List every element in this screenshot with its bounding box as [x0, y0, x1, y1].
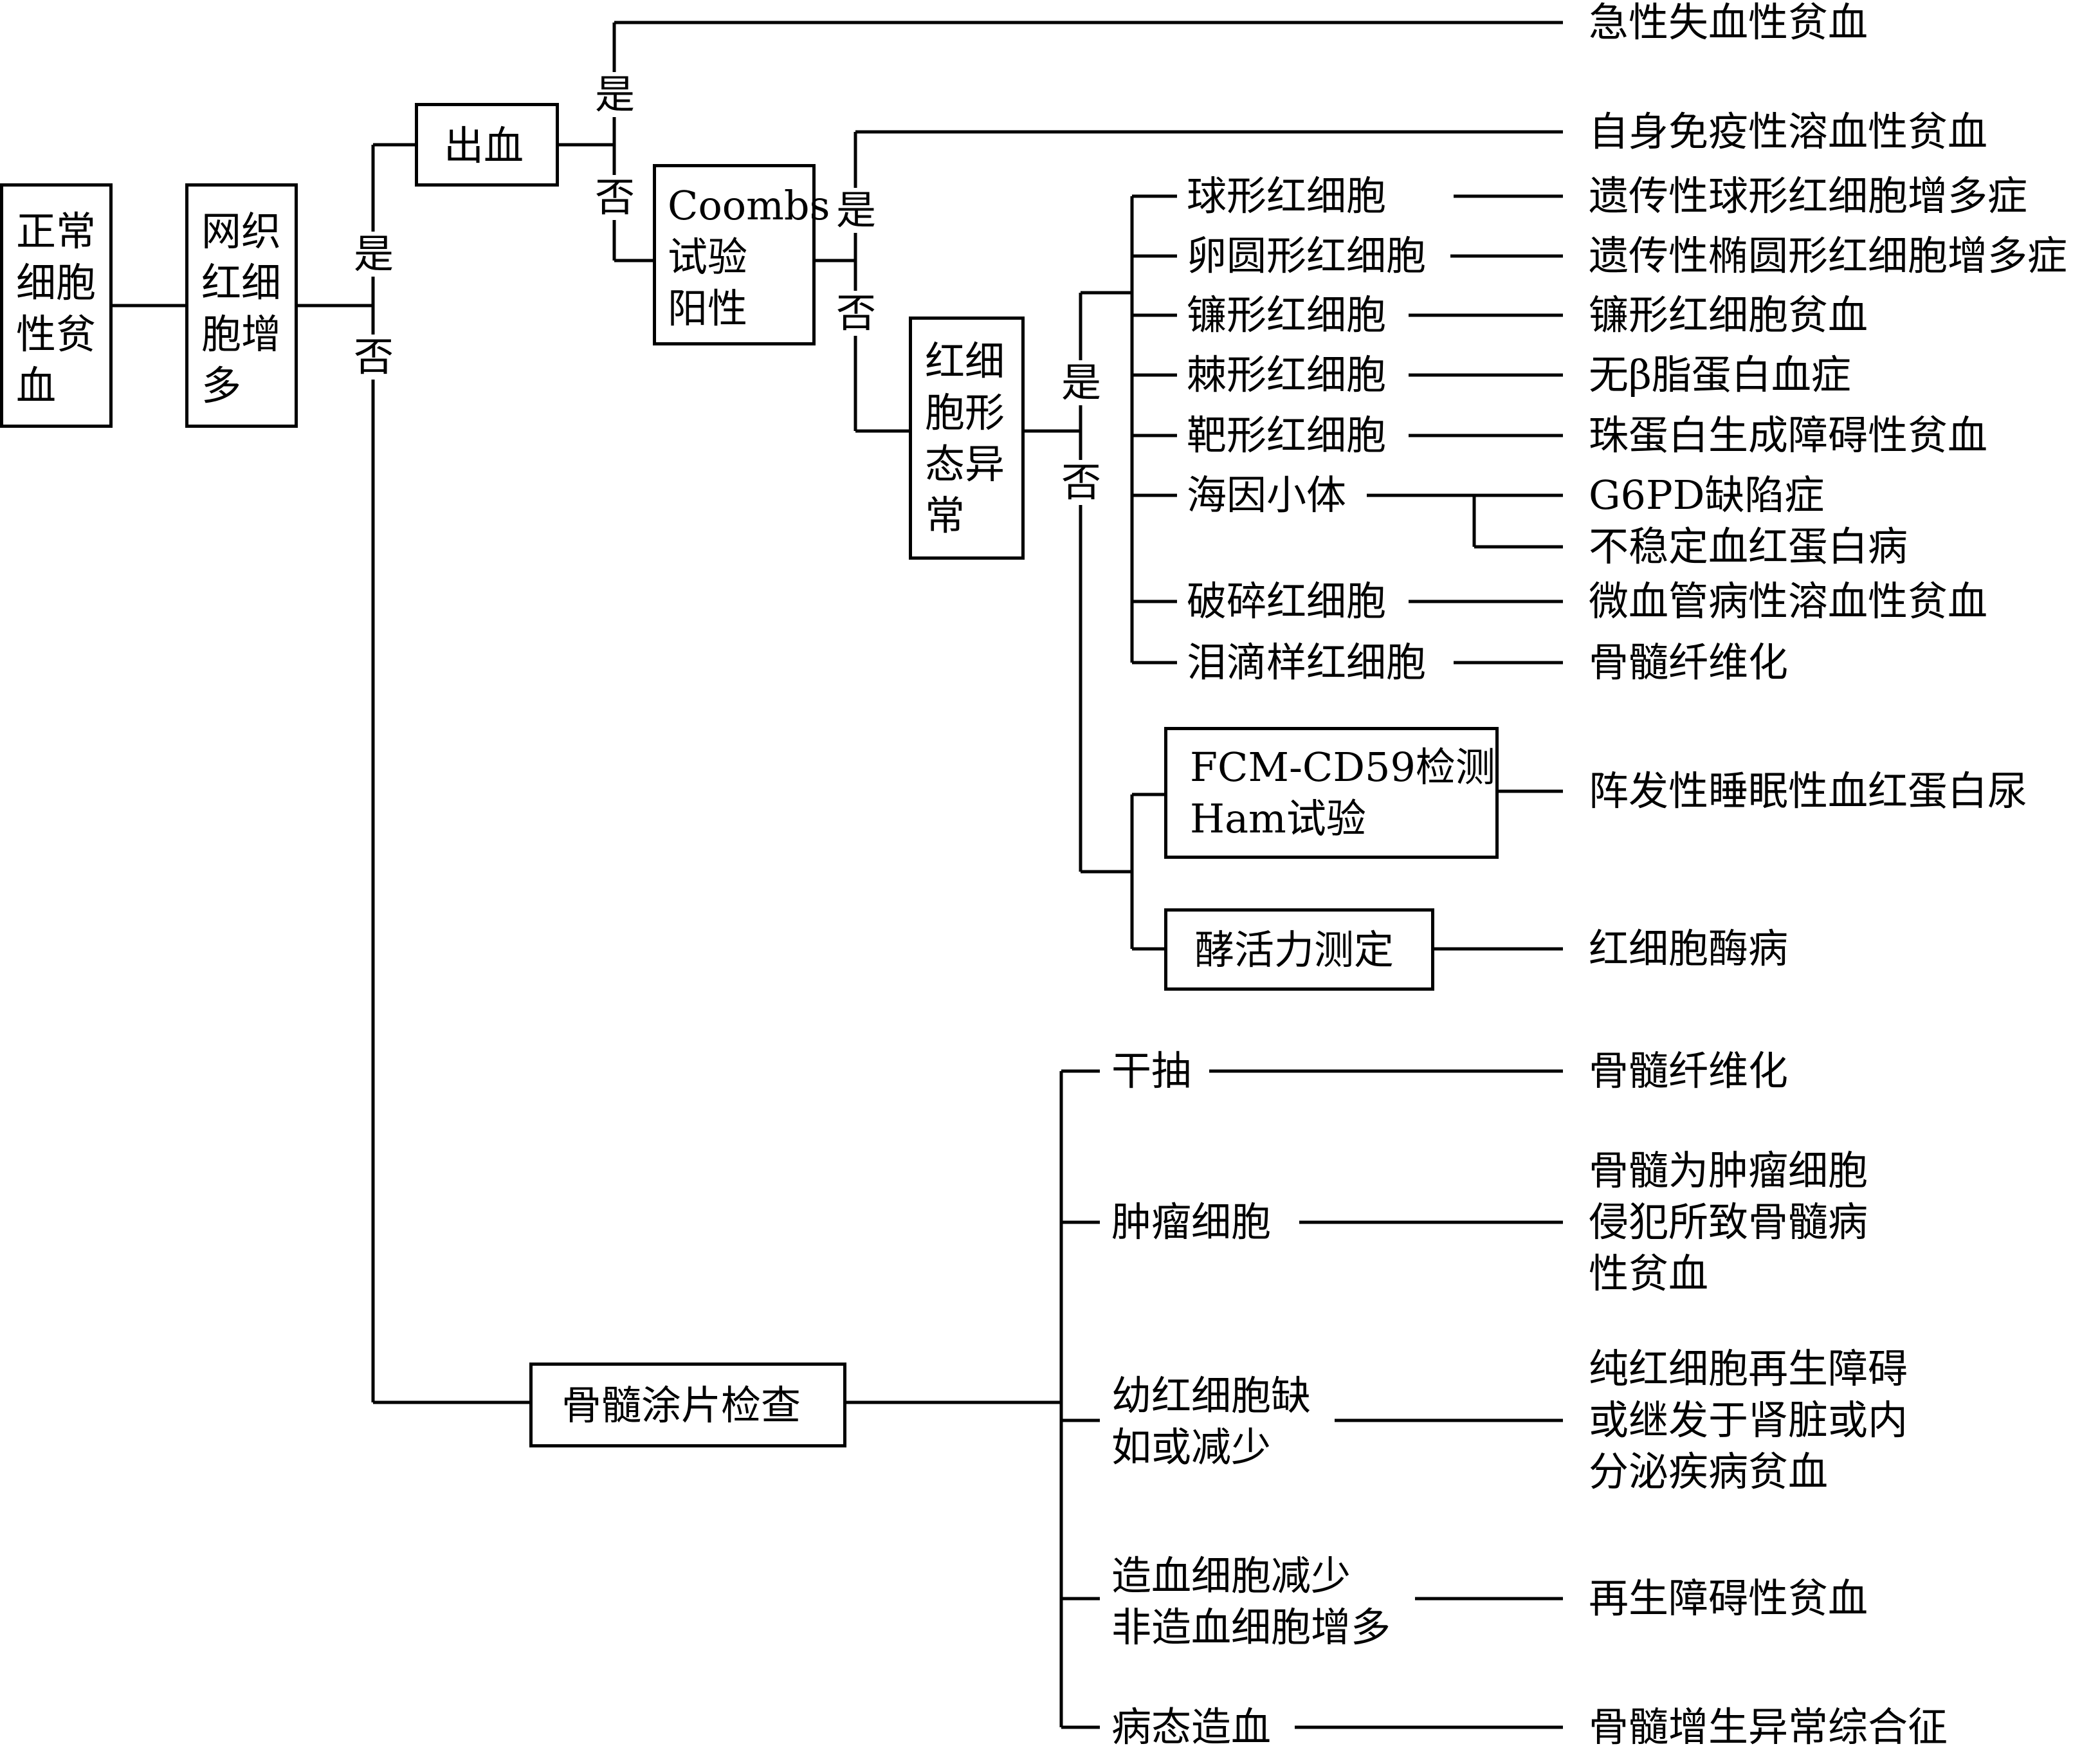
marrow-erythroid-line: 如或减少: [1111, 1424, 1272, 1471]
node-coombs: Coombs 试验 阳性: [653, 164, 830, 345]
node-marrow: 骨髓涂片检查: [529, 1363, 846, 1447]
node-retic-line: 网织: [201, 208, 282, 255]
morph-sickle: 镰形红细胞: [1187, 291, 1387, 338]
morph-schistocyte: 破碎红细胞: [1187, 578, 1387, 625]
node-fcm: FCM-CD59检测 Ham试验: [1164, 727, 1499, 859]
outcome-pure-red-cell-line: 纯红细胞再生障碍: [1589, 1345, 1908, 1392]
outcome-pure-red-cell-line: 分泌疾病贫血: [1589, 1448, 1829, 1495]
node-start-line: 血: [16, 362, 57, 409]
node-morph-line: 胞形: [925, 389, 1005, 436]
outcome-g6pd: G6PD缺陷症: [1589, 472, 1825, 519]
node-marrow-label: 骨髓涂片检查: [562, 1382, 801, 1429]
yes-label: 是: [592, 72, 638, 117]
outcome-myelophthisic-line: 侵犯所致骨髓病: [1589, 1198, 1868, 1245]
morph-spherocyte: 球形红细胞: [1187, 172, 1387, 219]
marrow-dysplasia: 病态造血: [1111, 1703, 1272, 1750]
node-reticulocyte: 网织 红细 胞增 多: [185, 183, 298, 428]
outcome-elliptocytosis: 遗传性椭圆形红细胞增多症: [1589, 232, 2068, 279]
outcome-acute-blood-loss: 急性失血性贫血: [1589, 0, 1868, 46]
outcome-myelofibrosis: 骨髓纤维化: [1589, 1047, 1789, 1094]
yes-label: 是: [1059, 360, 1104, 405]
node-bleeding-label: 出血: [444, 122, 524, 169]
outcome-myelophthisic: 骨髓为肿瘤细胞 侵犯所致骨髓病 性贫血: [1589, 1145, 1868, 1299]
node-coombs-line: 阳性: [668, 285, 748, 332]
morph-heinz: 海因小体: [1187, 472, 1347, 519]
node-morph-line: 红细: [925, 338, 1005, 385]
outcome-myelophthisic-line: 骨髓为肿瘤细胞: [1589, 1147, 1868, 1194]
node-start-line: 正常: [16, 208, 96, 255]
morph-teardrop: 泪滴样红细胞: [1187, 639, 1427, 686]
node-enzyme-label: 酵活力测定: [1194, 926, 1394, 973]
outcome-autoimmune: 自身免疫性溶血性贫血: [1589, 108, 1988, 155]
outcome-sickle: 镰形红细胞贫血: [1589, 291, 1868, 338]
morph-target: 靶形红细胞: [1187, 412, 1387, 459]
outcome-myelofibrosis: 骨髓纤维化: [1589, 639, 1789, 686]
node-retic-line: 胞增: [201, 311, 282, 358]
outcome-aplastic: 再生障碍性贫血: [1589, 1575, 1868, 1622]
node-retic-line: 红细: [201, 259, 282, 306]
outcome-thalassemia: 珠蛋白生成障碍性贫血: [1589, 412, 1988, 459]
node-retic-line: 多: [201, 362, 242, 409]
yes-label: 是: [834, 188, 879, 233]
node-start-line: 性贫: [16, 311, 96, 358]
node-bleeding: 出血: [415, 103, 559, 187]
outcome-spherocytosis: 遗传性球形红细胞增多症: [1589, 172, 2028, 219]
no-label: 否: [592, 175, 638, 220]
no-label: 否: [351, 335, 397, 380]
outcome-pnh: 阵发性睡眠性血红蛋白尿: [1589, 767, 2028, 814]
node-morph-line: 态异: [925, 441, 1005, 488]
marrow-hypocellular: 造血细胞减少 非造血细胞增多: [1111, 1550, 1391, 1653]
marrow-hypocellular-line: 造血细胞减少: [1111, 1552, 1351, 1599]
outcome-myelophthisic-line: 性贫血: [1589, 1250, 1709, 1297]
morph-elliptocyte: 卵圆形红细胞: [1187, 232, 1427, 279]
marrow-dry-tap: 干抽: [1111, 1047, 1192, 1094]
outcome-pure-red-cell: 纯红细胞再生障碍 或继发于肾脏或内 分泌疾病贫血: [1589, 1343, 1908, 1498]
node-fcm-line: Ham试验: [1190, 795, 1366, 842]
outcome-abeta: 无β脂蛋白血症: [1589, 351, 1851, 398]
marrow-hypocellular-line: 非造血细胞增多: [1111, 1604, 1391, 1651]
no-label: 否: [1059, 460, 1104, 505]
morph-acanthocyte: 棘形红细胞: [1187, 351, 1387, 398]
node-enzyme: 酵活力测定: [1164, 908, 1434, 991]
no-label: 否: [834, 291, 879, 336]
node-start-line: 细胞: [16, 259, 96, 306]
outcome-microangiopathic: 微血管病性溶血性贫血: [1589, 578, 1988, 625]
outcome-pure-red-cell-line: 或继发于肾脏或内: [1589, 1397, 1908, 1444]
node-start: 正常 细胞 性贫 血: [0, 183, 113, 428]
outcome-unstable-hb: 不稳定血红蛋白病: [1589, 523, 1908, 570]
node-morph-line: 常: [925, 492, 965, 539]
marrow-erythroid-line: 幼红细胞缺: [1111, 1372, 1311, 1419]
yes-label: 是: [351, 232, 397, 277]
node-rbc-morph: 红细 胞形 态异 常: [909, 317, 1025, 560]
outcome-enzymopathy: 红细胞酶病: [1589, 925, 1789, 972]
node-fcm-line: FCM-CD59检测: [1190, 744, 1495, 791]
node-coombs-line: 试验: [668, 234, 748, 280]
marrow-tumor: 肿瘤细胞: [1111, 1198, 1272, 1245]
marrow-erythroid-absent: 幼红细胞缺 如或减少: [1111, 1370, 1311, 1473]
outcome-mds: 骨髓增生异常综合征: [1589, 1703, 1948, 1750]
node-coombs-line: Coombs: [668, 182, 830, 229]
